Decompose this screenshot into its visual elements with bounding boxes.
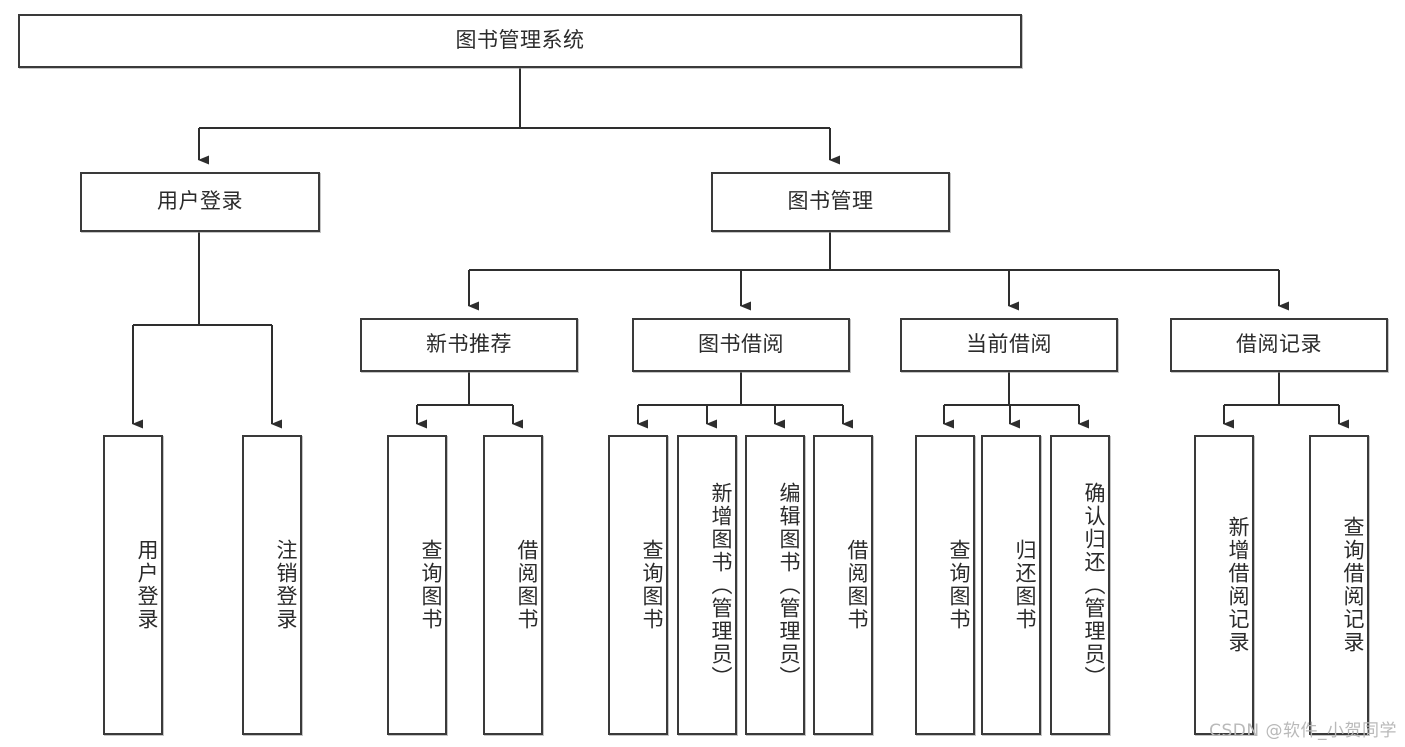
node-leaf-newbook-borrow-book-label: 借阅图书 [515, 539, 539, 631]
node-new-book-recommend[interactable]: 新书推荐 [360, 318, 578, 372]
node-leaf-newbook-query-book-label: 查询图书 [419, 539, 443, 631]
node-leaf-record-add-label: 新增借阅记录 [1226, 516, 1250, 654]
node-borrow-record[interactable]: 借阅记录 [1170, 318, 1388, 372]
node-leaf-borrow-edit-book[interactable]: 编辑图书（管理员） [745, 435, 805, 735]
node-leaf-logout-label: 注销登录 [274, 539, 298, 631]
node-leaf-user-login-label: 用户登录 [135, 539, 159, 631]
node-leaf-borrow-borrow-book-label: 借阅图书 [845, 539, 869, 631]
node-leaf-logout[interactable]: 注销登录 [242, 435, 302, 735]
node-user-login[interactable]: 用户登录 [80, 172, 320, 232]
node-leaf-borrow-borrow-book[interactable]: 借阅图书 [813, 435, 873, 735]
node-leaf-current-confirm-return[interactable]: 确认归还（管理员） [1050, 435, 1110, 735]
node-new-book-recommend-label: 新书推荐 [426, 332, 512, 357]
node-borrow-record-label: 借阅记录 [1236, 332, 1322, 357]
node-leaf-borrow-query-book[interactable]: 查询图书 [608, 435, 668, 735]
node-leaf-user-login[interactable]: 用户登录 [103, 435, 163, 735]
node-book-borrow-label: 图书借阅 [698, 332, 784, 357]
node-leaf-newbook-borrow-book[interactable]: 借阅图书 [483, 435, 543, 735]
node-leaf-borrow-add-book-label: 新增图书（管理员） [709, 481, 733, 689]
node-leaf-record-query-label: 查询借阅记录 [1341, 516, 1365, 654]
node-book-management[interactable]: 图书管理 [711, 172, 950, 232]
node-leaf-current-return-book-label: 归还图书 [1013, 539, 1037, 631]
node-leaf-record-query[interactable]: 查询借阅记录 [1309, 435, 1369, 735]
node-root[interactable]: 图书管理系统 [18, 14, 1022, 68]
node-user-login-label: 用户登录 [157, 189, 243, 214]
node-book-borrow[interactable]: 图书借阅 [632, 318, 850, 372]
node-leaf-newbook-query-book[interactable]: 查询图书 [387, 435, 447, 735]
node-current-borrow[interactable]: 当前借阅 [900, 318, 1118, 372]
watermark-text: CSDN @软件_小贺同学 [1209, 721, 1397, 741]
node-root-label: 图书管理系统 [455, 28, 585, 53]
node-leaf-current-query-book[interactable]: 查询图书 [915, 435, 975, 735]
node-leaf-current-query-book-label: 查询图书 [947, 539, 971, 631]
node-leaf-current-confirm-return-label: 确认归还（管理员） [1082, 481, 1106, 689]
node-book-management-label: 图书管理 [787, 189, 874, 214]
node-leaf-borrow-query-book-label: 查询图书 [640, 539, 664, 631]
node-leaf-borrow-edit-book-label: 编辑图书（管理员） [777, 481, 801, 689]
node-leaf-borrow-add-book[interactable]: 新增图书（管理员） [677, 435, 737, 735]
node-current-borrow-label: 当前借阅 [966, 332, 1052, 357]
node-leaf-current-return-book[interactable]: 归还图书 [981, 435, 1041, 735]
node-leaf-record-add[interactable]: 新增借阅记录 [1194, 435, 1254, 735]
